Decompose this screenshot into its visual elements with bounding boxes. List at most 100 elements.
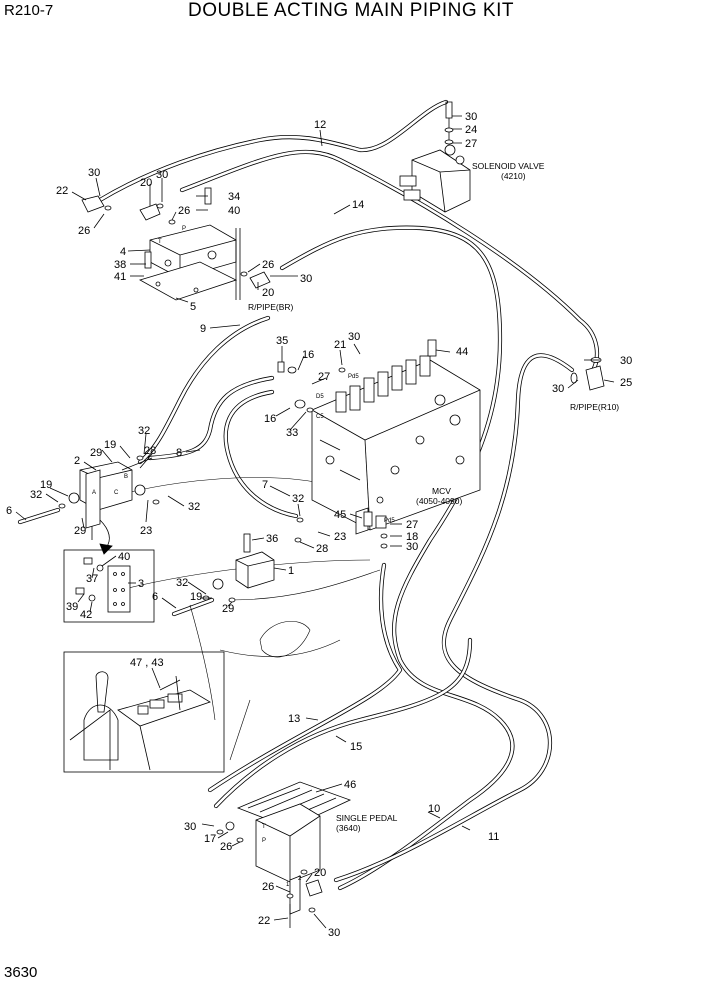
label-port-a: A <box>92 490 96 496</box>
callout-30: 30 <box>465 111 477 123</box>
hose-12 <box>97 99 449 203</box>
label-single-pedal-ref: (3640) <box>336 823 361 833</box>
callout-20: 20 <box>314 867 326 879</box>
callout-34: 34 <box>228 191 240 203</box>
callout-23: 23 <box>334 531 346 543</box>
label-single-pedal: SINGLE PEDAL <box>336 813 398 823</box>
model-code: R210-7 <box>4 2 54 19</box>
valve-block-top <box>81 187 271 301</box>
callout-30: 30 <box>88 167 100 179</box>
callout-10: 10 <box>428 803 440 815</box>
callout-32: 32 <box>188 501 200 513</box>
leader-lines <box>15 115 615 929</box>
callout-30: 30 <box>406 541 418 553</box>
callout-23: 23 <box>140 525 152 537</box>
label-port-pd5-a: Pd5 <box>348 374 359 380</box>
callout-39: 39 <box>66 601 78 613</box>
label-rpipe-r10: R/PIPE(R10) <box>570 402 619 412</box>
callout-22: 22 <box>258 915 270 927</box>
valve-block-1 <box>212 533 275 590</box>
callout-47-43: 47 , 43 <box>130 657 164 669</box>
label-mcv-ref: (4050-4090) <box>416 496 462 506</box>
callout-30: 30 <box>300 273 312 285</box>
callout-32: 32 <box>292 493 304 505</box>
callout-36: 36 <box>266 533 278 545</box>
callout-2: 2 <box>74 455 80 467</box>
callout-15: 15 <box>350 741 362 753</box>
fitting-r10 <box>570 357 605 391</box>
cab-inset <box>63 651 225 773</box>
callout-19: 19 <box>40 479 52 491</box>
detail-box-3 <box>63 549 155 623</box>
callout-8: 8 <box>176 447 182 459</box>
callout-19: 19 <box>104 439 116 451</box>
callout-30: 30 <box>552 383 564 395</box>
hose-8 <box>147 375 275 461</box>
page-title: DOUBLE ACTING MAIN PIPING KIT <box>188 0 514 21</box>
label-pedal-1: 1 <box>286 882 290 888</box>
solenoid-valve <box>399 101 471 213</box>
hose-right-loop <box>333 353 575 883</box>
label-rpipe-br: R/PIPE(BR) <box>248 302 294 312</box>
callout-41: 41 <box>114 271 126 283</box>
mcv-block <box>311 339 481 535</box>
callout-7: 7 <box>262 479 268 491</box>
callout-1: 1 <box>288 565 294 577</box>
label-port-b: B <box>124 474 128 480</box>
callout-46: 46 <box>344 779 356 791</box>
callout-19: 19 <box>190 591 202 603</box>
hose-13 <box>207 562 403 793</box>
callout-35: 35 <box>276 335 288 347</box>
callout-20: 20 <box>140 177 152 189</box>
callout-40: 40 <box>118 551 130 563</box>
callout-33: 33 <box>286 427 298 439</box>
callout-30: 30 <box>348 331 360 343</box>
callout-37: 37 <box>86 573 98 585</box>
single-pedal <box>225 781 352 928</box>
callout-26: 26 <box>262 259 274 271</box>
label-port-c: C <box>114 490 119 496</box>
callout-27: 27 <box>465 138 477 150</box>
callout-16: 16 <box>264 413 276 425</box>
callouts: 30 24 27 12 14 30 22 26 20 30 26 34 40 4… <box>6 111 632 939</box>
arrow-head <box>99 543 113 555</box>
callout-28: 28 <box>316 543 328 555</box>
label-solenoid-valve-ref: (4210) <box>501 171 526 181</box>
hose-14 <box>179 149 599 375</box>
callout-29: 29 <box>222 603 234 615</box>
label-port-p: P <box>182 226 186 232</box>
label-port-t: T <box>158 239 162 245</box>
callout-6: 6 <box>6 505 12 517</box>
hose-9 <box>137 315 271 465</box>
callout-40: 40 <box>228 205 240 217</box>
label-port-c5: C5 <box>316 414 324 420</box>
callout-30: 30 <box>620 355 632 367</box>
label-pedal-p: P <box>262 838 266 844</box>
callout-25: 25 <box>620 377 632 389</box>
callout-18: 18 <box>406 531 418 543</box>
callout-38: 38 <box>114 259 126 271</box>
label-pedal-2: 2 <box>298 876 302 882</box>
page-number: 3630 <box>4 964 38 981</box>
hose-return-upper <box>279 225 515 891</box>
label-mcv: MCV <box>432 486 451 496</box>
callout-32: 32 <box>30 489 42 501</box>
callout-45: 45 <box>334 509 346 521</box>
callout-13: 13 <box>288 713 300 725</box>
label-port-pd5-b: Pd5 <box>384 518 395 524</box>
callout-26: 26 <box>220 841 232 853</box>
machine-outline <box>99 477 381 761</box>
callout-22: 22 <box>56 185 68 197</box>
hose-6-lower <box>171 597 215 617</box>
callout-26: 26 <box>78 225 90 237</box>
callout-26: 26 <box>262 881 274 893</box>
callout-11: 11 <box>488 831 499 843</box>
callout-30: 30 <box>328 927 340 939</box>
callout-30: 30 <box>184 821 196 833</box>
callout-42: 42 <box>80 609 92 621</box>
hose-15 <box>213 637 473 809</box>
hose-7 <box>223 389 299 519</box>
callout-29: 29 <box>90 447 102 459</box>
label-solenoid-valve: SOLENOID VALVE <box>472 161 545 171</box>
